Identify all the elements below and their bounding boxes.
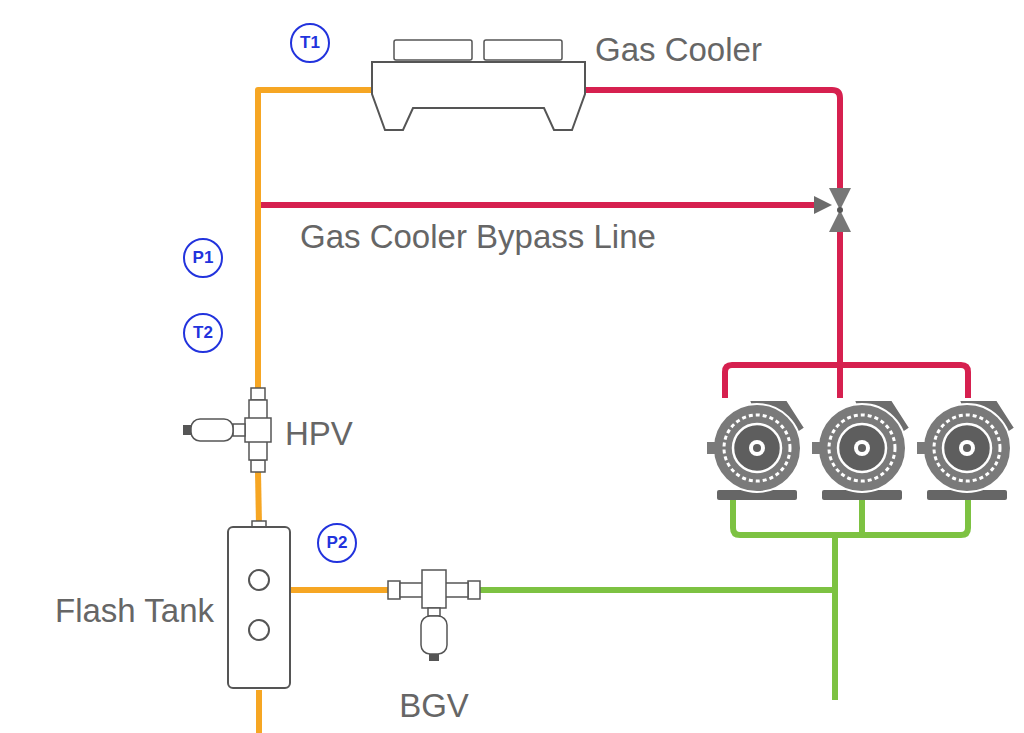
refrigerant-line bbox=[258, 472, 259, 525]
part-name: Gas Cooler bbox=[595, 32, 762, 68]
sensor-circle: P1 bbox=[183, 238, 223, 278]
compressor bbox=[812, 400, 910, 500]
sensor-tag: P2 bbox=[327, 533, 348, 553]
compressor bbox=[917, 400, 1015, 500]
part-outline bbox=[388, 580, 480, 600]
sensor-circle: P2 bbox=[317, 523, 357, 563]
discharge-line bbox=[837, 230, 843, 365]
sensor-tag: P1 bbox=[193, 248, 214, 268]
refrigerant-line bbox=[290, 587, 388, 593]
valve-symbol: HPV bbox=[249, 388, 267, 472]
valve-symbol: BGV bbox=[388, 580, 480, 600]
line-label: Gas Cooler Bypass Line bbox=[300, 219, 656, 255]
bypass-line bbox=[259, 202, 816, 208]
discharge-manifold bbox=[725, 365, 968, 398]
gas-cooler: Gas Cooler bbox=[372, 38, 585, 132]
part-outline bbox=[228, 525, 290, 690]
part-name: BGV bbox=[399, 688, 469, 724]
part-name: HPV bbox=[285, 416, 353, 452]
flash-tank: Flash Tank bbox=[228, 525, 290, 690]
three-way-valve bbox=[829, 188, 851, 232]
part-outline bbox=[249, 388, 267, 472]
sensor-circle: T2 bbox=[183, 313, 223, 353]
compressor bbox=[707, 400, 805, 500]
suction-manifold bbox=[733, 500, 968, 535]
part-name: Flash Tank bbox=[55, 593, 214, 629]
sensor-tag: T1 bbox=[300, 33, 320, 53]
liquid-line bbox=[256, 690, 262, 733]
sensor-tag: T2 bbox=[193, 323, 213, 343]
suction-line bbox=[480, 535, 835, 700]
discharge-line bbox=[585, 90, 840, 190]
bypass-arrowhead bbox=[814, 196, 832, 214]
sensor-circle: T1 bbox=[290, 23, 330, 63]
part-outline bbox=[372, 38, 585, 132]
